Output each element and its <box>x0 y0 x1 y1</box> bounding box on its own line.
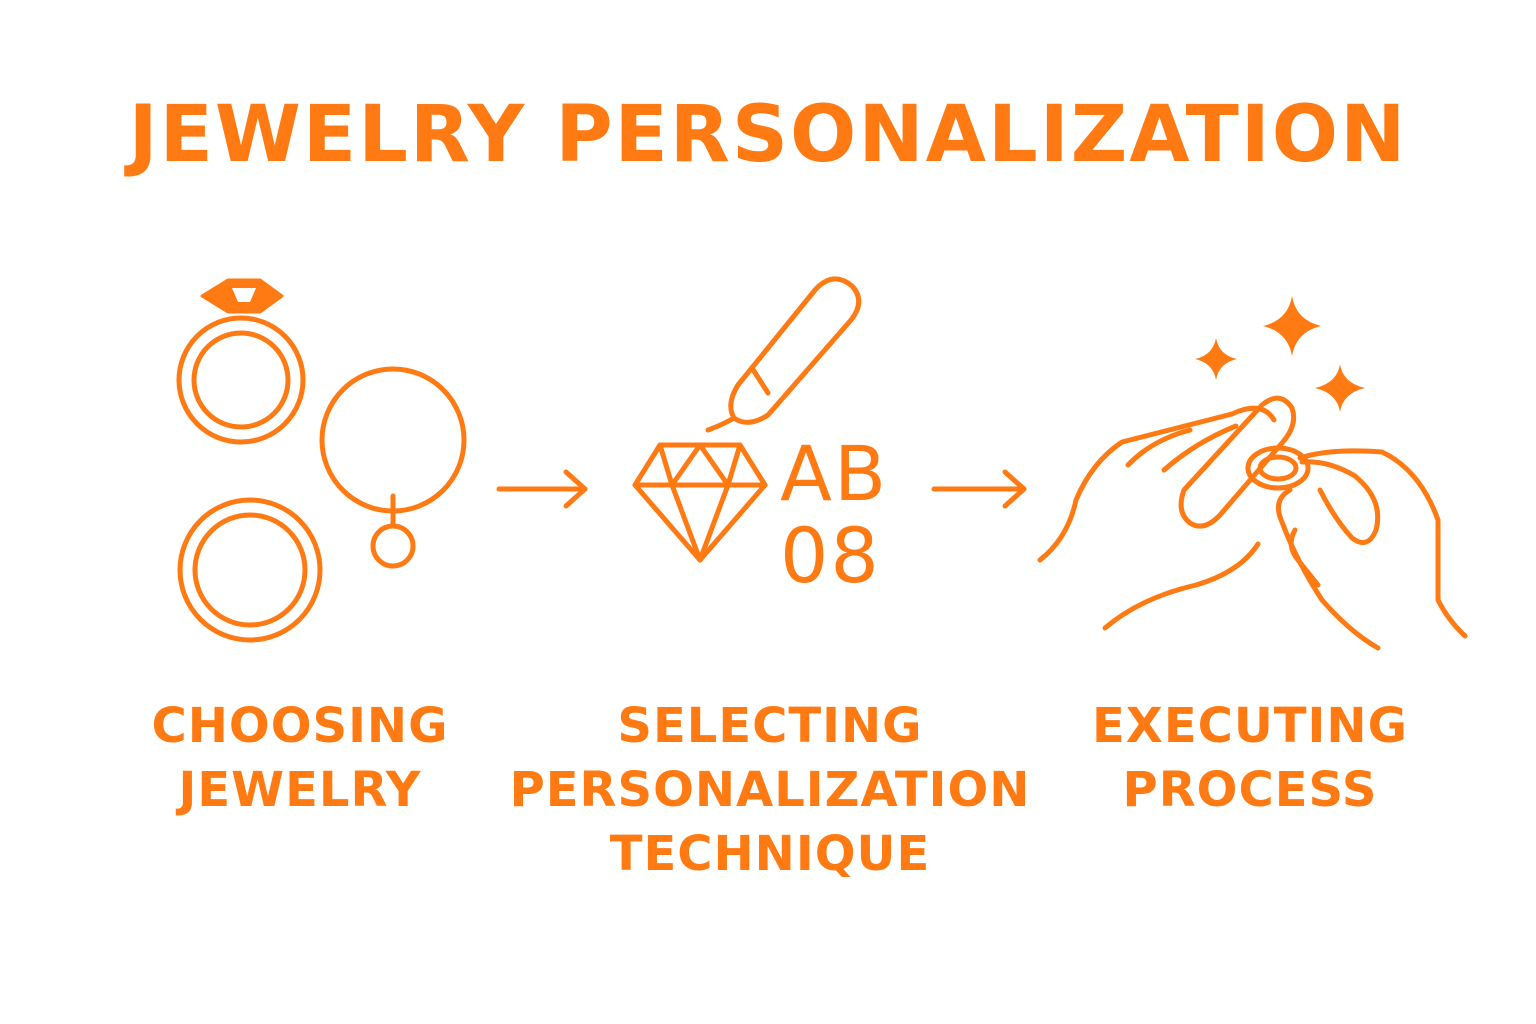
label-line: TECHNIQUE <box>609 826 931 882</box>
arrow-right-icon <box>496 469 588 509</box>
label-line: EXECUTING <box>1092 698 1408 754</box>
left-hand-icon <box>1037 395 1297 631</box>
diamond-ring-icon <box>176 278 306 445</box>
page-title: JEWELRY PERSONALIZATION <box>128 90 1408 180</box>
label-line: PERSONALIZATION <box>509 762 1031 818</box>
label-line: CHOOSING <box>151 698 449 754</box>
hands-with-ring-icon <box>1037 296 1468 651</box>
step-label-selecting-technique: SELECTING PERSONALIZATION TECHNIQUE <box>500 694 1040 886</box>
step-label-choosing-jewelry: CHOOSING JEWELRY <box>120 694 480 822</box>
engraving-pen-icon <box>705 276 862 433</box>
sparkles-icon <box>1195 296 1365 412</box>
step-label-executing-process: EXECUTING PROCESS <box>1070 694 1430 822</box>
label-line: JEWELRY <box>178 762 422 818</box>
diamond-icon <box>632 442 768 563</box>
arrow-right-icon <box>931 469 1027 509</box>
label-line: SELECTING <box>617 698 923 754</box>
label-line: PROCESS <box>1122 762 1378 818</box>
code-text-bottom: 08 <box>780 511 881 600</box>
rings-and-pendant-icon <box>176 278 467 643</box>
engraving-diamond-icon: AB 08 <box>632 276 888 600</box>
code-text-top: AB <box>780 429 888 518</box>
band-ring-icon <box>177 497 323 643</box>
pendant-necklace-icon <box>319 366 467 569</box>
right-hand-icon <box>1275 448 1468 651</box>
ring-icon <box>1245 445 1311 491</box>
